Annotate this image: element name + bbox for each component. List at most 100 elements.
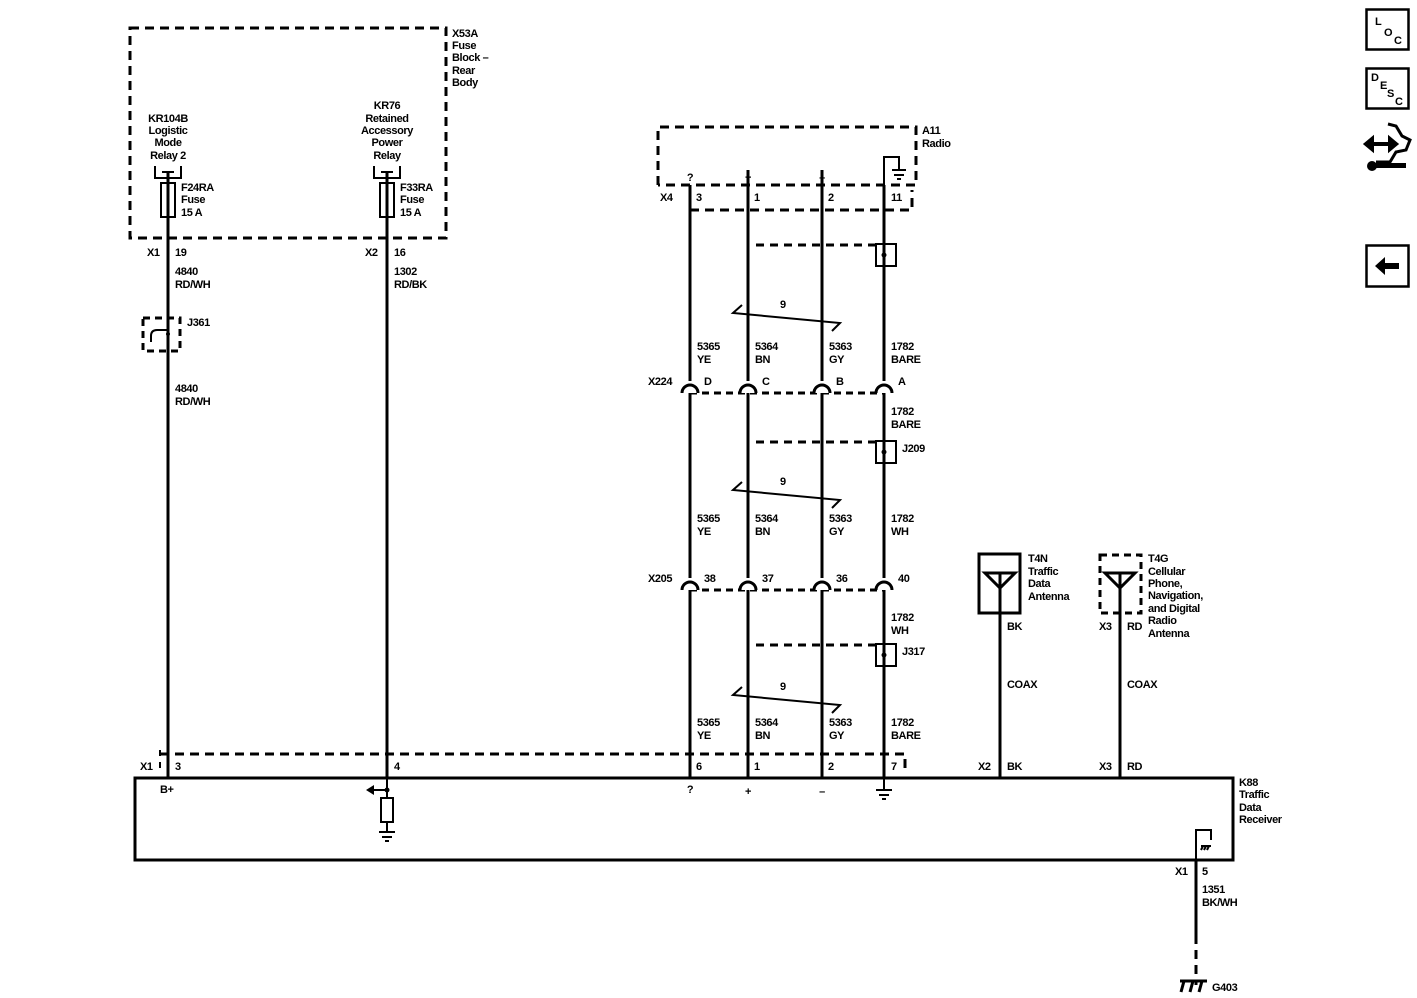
desc-button[interactable]: D E S C (1365, 67, 1410, 110)
diagram-label: 1782 (891, 717, 914, 729)
diagram-label: 4 (394, 761, 401, 773)
diagram-label: YE (697, 354, 711, 366)
diagram-label: 1782 (891, 513, 914, 525)
diagram-label: 1 (754, 761, 760, 773)
diagram-label: X53A (452, 28, 478, 40)
diagram-label: RD/WH (175, 279, 211, 291)
diagram-label: C (1394, 35, 1402, 47)
diagram-label: Receiver (1239, 814, 1283, 826)
diagram-label: YE (697, 730, 711, 742)
connector-x4 (690, 190, 914, 212)
diagram-label: – (819, 786, 825, 798)
diagram-label: X1 (140, 761, 153, 773)
diagram-label: G403 (1212, 982, 1238, 994)
receiver-k88: X1 3 4 6 1 2 7 X2 BK X3 RD B+ ? + – K88 … (133, 750, 1283, 878)
diagram-label: Fuse (452, 40, 476, 52)
shield-2 (750, 440, 897, 464)
splice-j361: J361 (141, 316, 211, 353)
diagram-label: BARE (891, 419, 921, 431)
diagram-label: Data (1028, 578, 1052, 590)
relay-kr104b: KR104B Logistic Mode Relay 2 (148, 113, 189, 179)
diagram-label: KR76 (374, 100, 401, 112)
diagram-label: Antenna (1148, 628, 1190, 640)
diagram-label: WH (891, 526, 909, 538)
diagram-label: 40 (898, 573, 910, 585)
diagram-label: O (1384, 27, 1393, 39)
diagram-label: 15 A (181, 207, 203, 219)
diagram-label: 36 (836, 573, 848, 585)
diagram-label: T4G (1148, 553, 1168, 565)
diagram-label: C (1395, 96, 1403, 108)
back-button[interactable] (1365, 244, 1410, 288)
diagram-label: 4840 (175, 383, 198, 395)
diagram-label: WH (891, 625, 909, 637)
diagram-label: 1782 (891, 406, 914, 418)
diagram-label: Block – (452, 52, 489, 64)
diagram-label: Relay 2 (150, 150, 186, 162)
diagram-label: Retained (365, 113, 408, 125)
radio-a11: A11 Radio ? + – (656, 125, 952, 187)
diagram-label: 2 (828, 192, 834, 204)
diagram-label: 5363 (829, 341, 852, 353)
diagram-label: S (1387, 88, 1394, 100)
diagram-label: BN (755, 354, 771, 366)
diagram-label: 4840 (175, 266, 198, 278)
connector-wrench-icon (1362, 122, 1412, 171)
connector-view-button[interactable] (1362, 118, 1414, 176)
diagram-label: X3 (1099, 621, 1112, 633)
diagram-label: Phone, (1148, 578, 1183, 590)
diagram-label: BARE (891, 354, 921, 366)
diagram-label: 5364 (755, 513, 779, 525)
diagram-label: L (1375, 16, 1382, 28)
diagram-label: 1 (754, 192, 760, 204)
diagram-label: RD (1127, 621, 1143, 633)
diagram-label: BN (755, 526, 771, 538)
diagram-label: 7 (891, 761, 897, 773)
twist-count: 9 (780, 299, 786, 311)
diagram-label: X4 (660, 192, 674, 204)
diagram-label: 3 (175, 761, 181, 773)
diagram-label: BK (1007, 761, 1023, 773)
twist-count: 9 (780, 476, 786, 488)
loc-button[interactable]: L O C (1365, 8, 1410, 51)
location-icon: L O C (1365, 8, 1410, 51)
diagram-label: 5365 (697, 513, 720, 525)
diagram-label: Relay (373, 150, 402, 162)
diagram-label: T4N (1028, 553, 1048, 565)
diagram-label: Logistic (149, 125, 188, 137)
diagram-label: RD/WH (175, 396, 211, 408)
fuse-block-x53a: X53A Fuse Block – Rear Body (128, 26, 489, 240)
diagram-label: 19 (175, 247, 187, 259)
diagram-label: RD (1127, 761, 1143, 773)
diagram-label: COAX (1007, 679, 1038, 691)
diagram-label: and Digital (1148, 603, 1200, 615)
diagram-label: Power (371, 137, 403, 149)
diagram-label: B (836, 376, 844, 388)
description-icon: D E S C (1365, 67, 1410, 110)
diagram-label: ? (687, 784, 694, 796)
diagram-label: J317 (902, 646, 925, 658)
diagram-label: J361 (187, 317, 210, 329)
diagram-label: RD/BK (394, 279, 427, 291)
diagram-label: D (704, 376, 712, 388)
diagram-label: X1 (1175, 866, 1188, 878)
twist-count: 9 (780, 681, 786, 693)
diagram-label: 6 (696, 761, 702, 773)
diagram-label: 5363 (829, 717, 852, 729)
diagram-label: 1782 (891, 341, 914, 353)
ground-g403: G403 (1179, 979, 1238, 994)
diagram-label: B+ (160, 784, 174, 796)
diagram-label: X224 (648, 376, 673, 388)
diagram-label: X3 (1099, 761, 1112, 773)
relay-kr76: KR76 Retained Accessory Power Relay (361, 100, 415, 179)
